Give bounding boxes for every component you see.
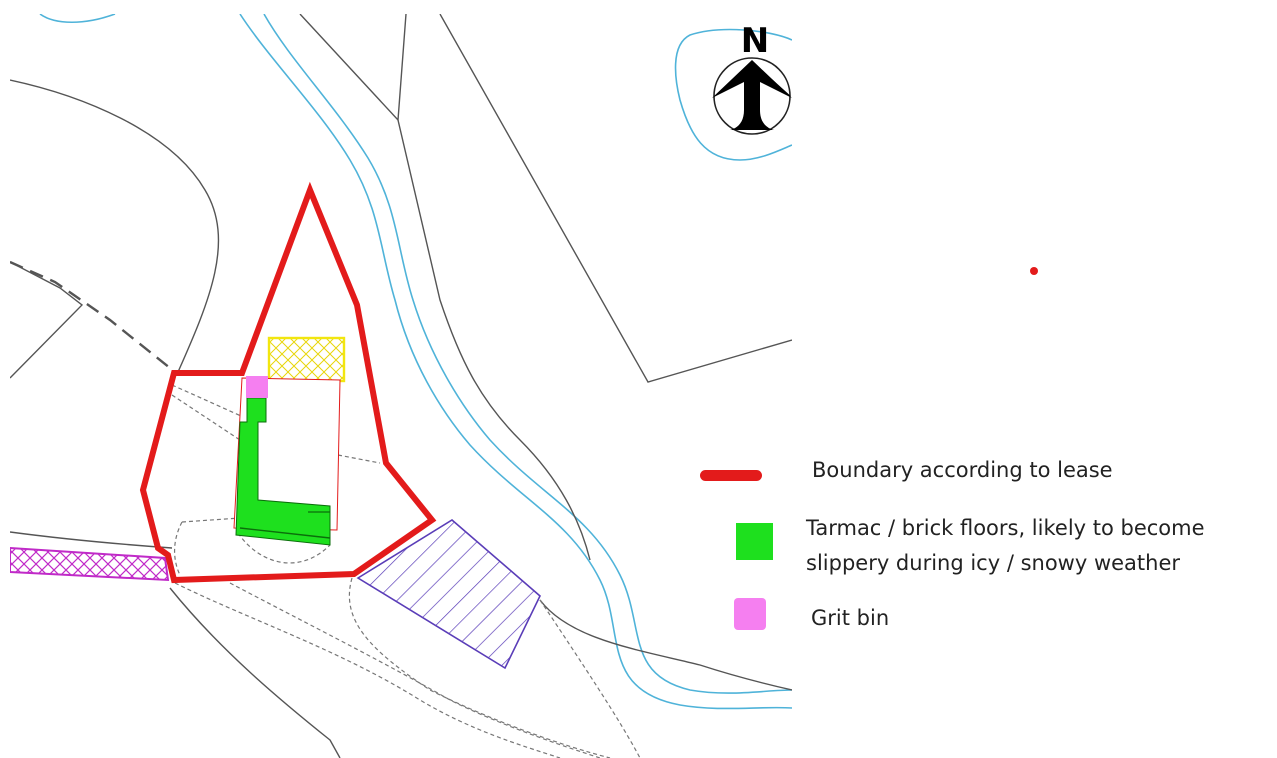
- lease-boundary: [139, 181, 437, 584]
- magenta-hatched-area: [10, 546, 170, 582]
- legend-boundary-swatch: [700, 470, 762, 481]
- road-lines: [10, 14, 792, 758]
- north-arrow-icon: [712, 57, 792, 135]
- legend-tarmac-swatch: [736, 523, 773, 560]
- yellow-hatched-area: [267, 336, 346, 383]
- tarmac-area: [235, 397, 331, 546]
- purple-hatched-area: [356, 519, 541, 670]
- footpath-lines: [171, 384, 641, 758]
- legend-tarmac-label-line2: slippery during icy / snowy weather: [806, 551, 1181, 575]
- legend-grit-bin-label: Grit bin: [811, 606, 890, 630]
- north-label: N: [741, 21, 769, 61]
- legend-grit-bin-swatch: [734, 598, 766, 630]
- red-dot: [1030, 267, 1038, 275]
- dashed-track: [10, 260, 171, 369]
- legend-tarmac-label-line1: Tarmac / brick floors, likely to become: [806, 516, 1205, 540]
- water-lines: [39, 14, 792, 710]
- grit-bin: [246, 376, 268, 398]
- legend-boundary-label: Boundary according to lease: [812, 458, 1113, 482]
